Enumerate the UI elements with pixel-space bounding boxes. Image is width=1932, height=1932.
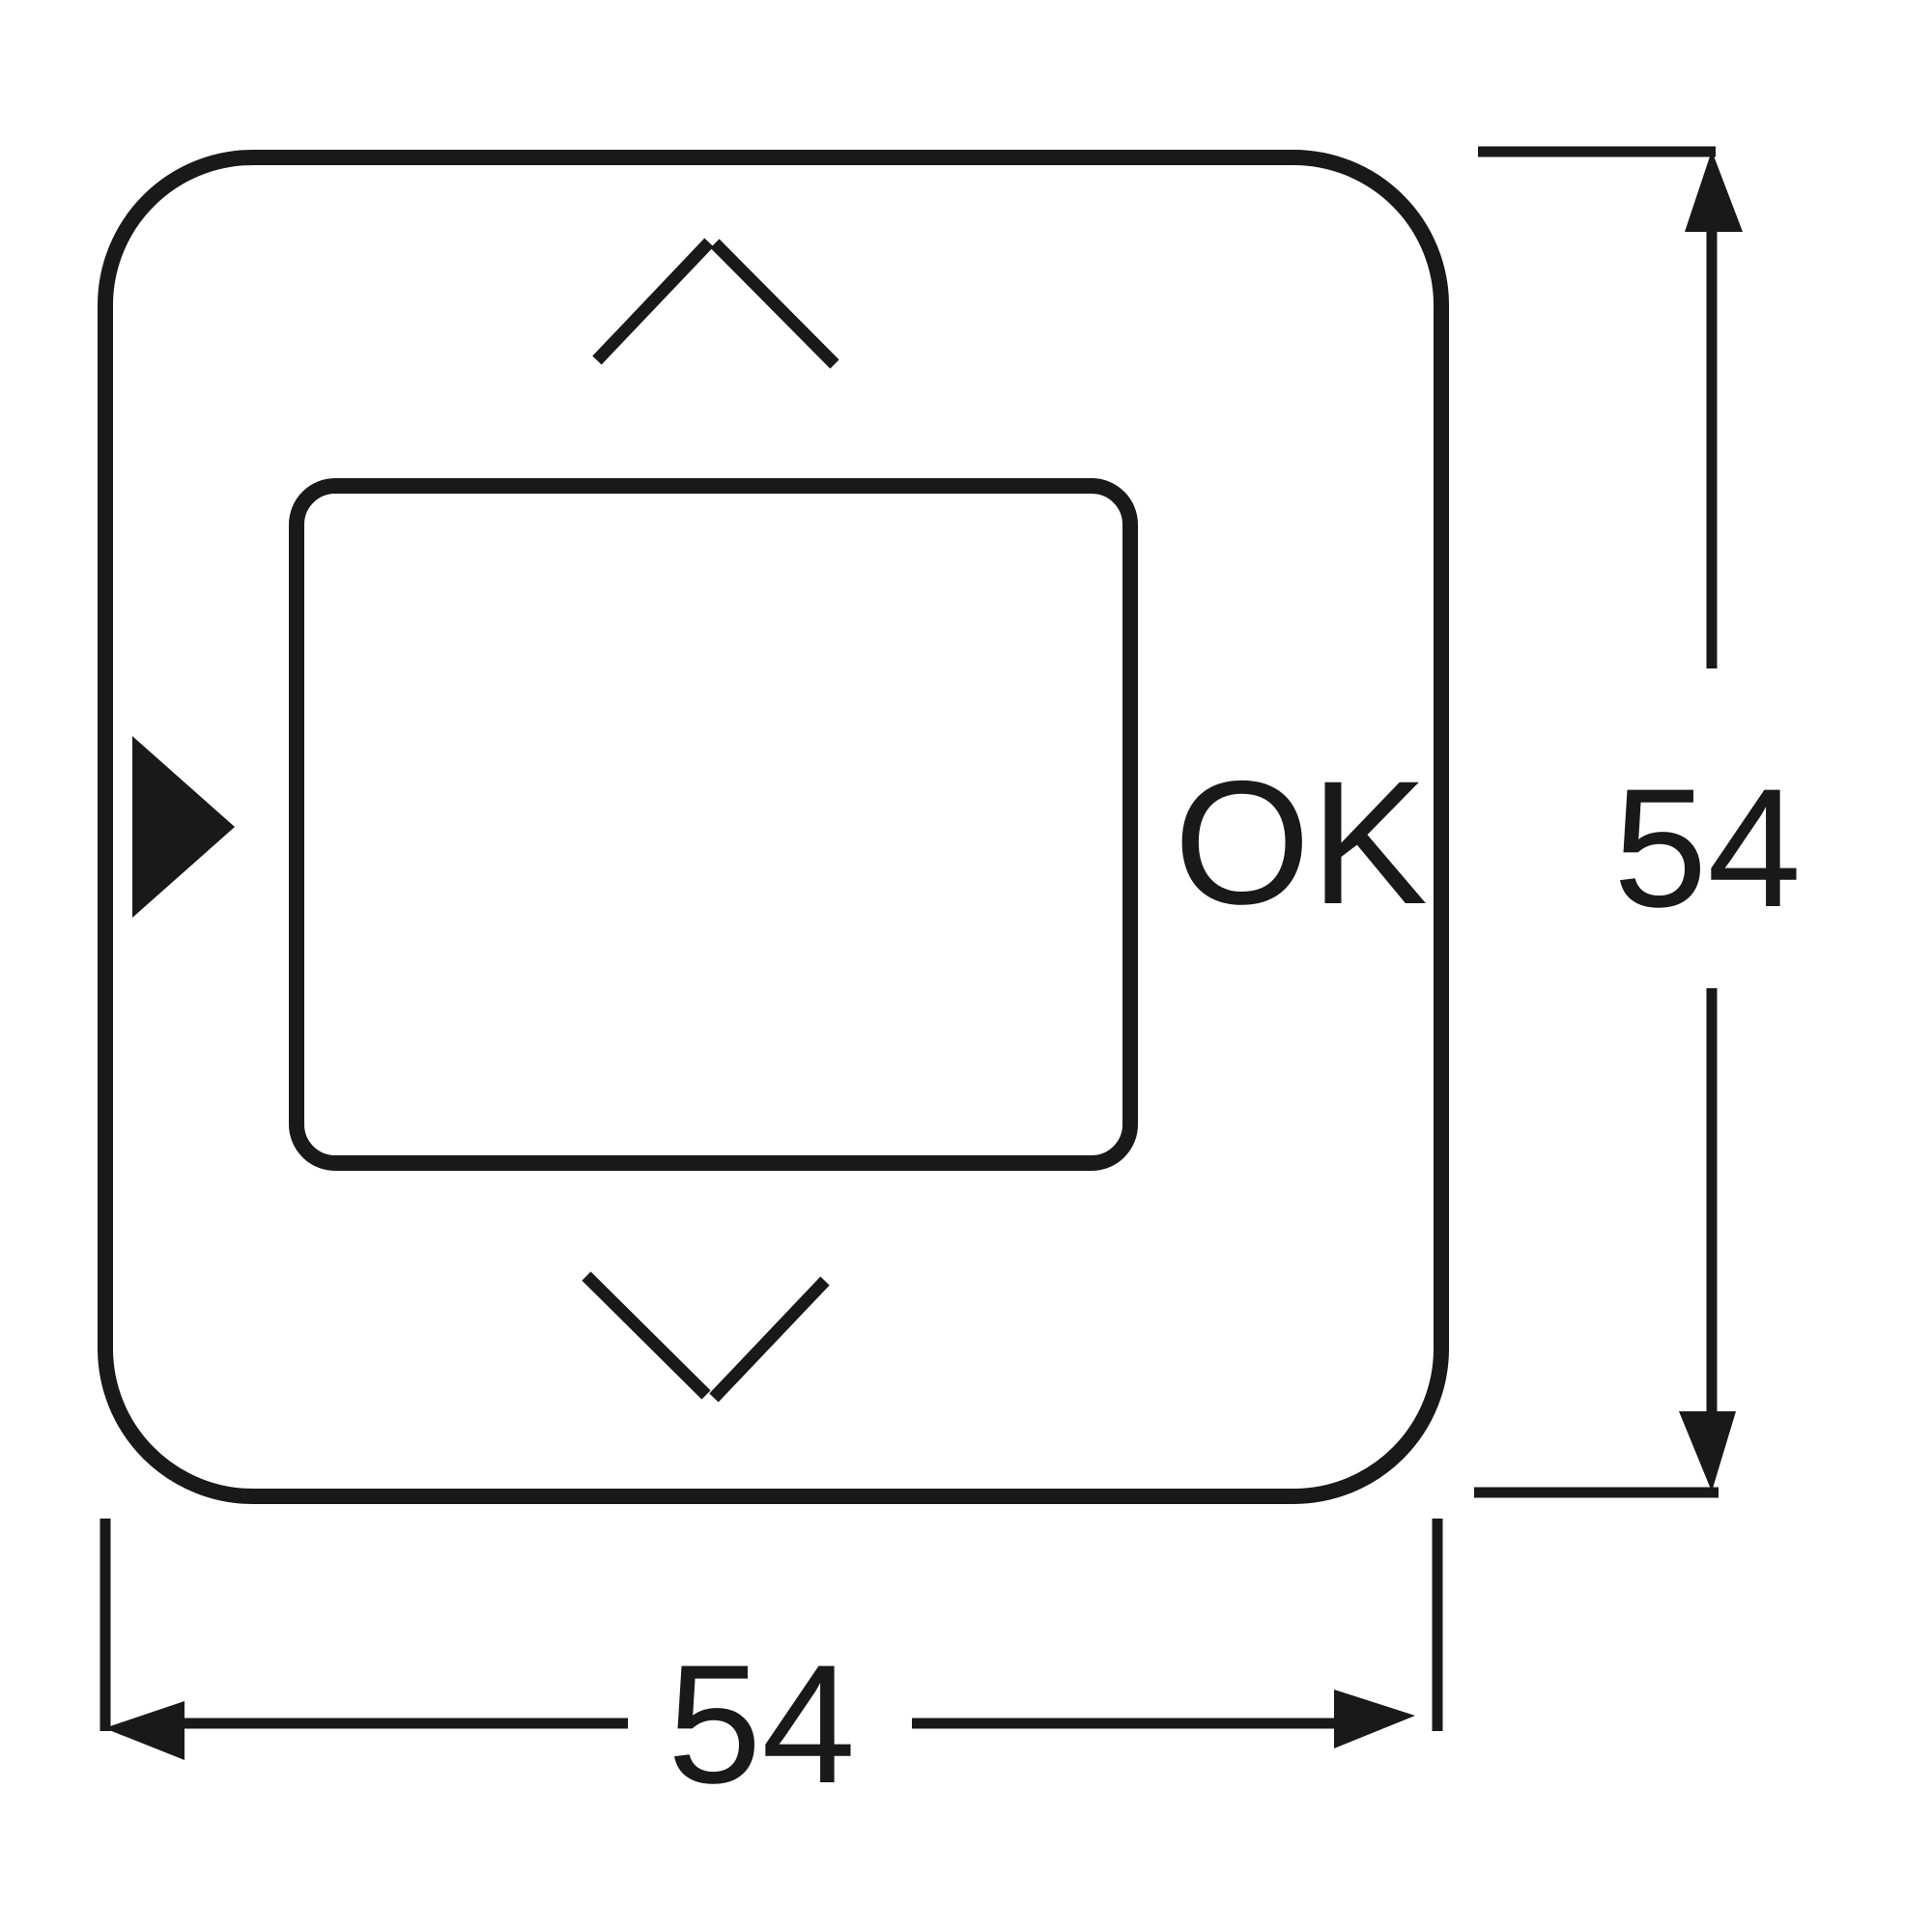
arrow-right-head [1334,1690,1415,1748]
height-dimension [1474,146,1743,1498]
outer-plate-outline [98,150,1449,1504]
ok-label[interactable]: OK [1174,744,1428,941]
width-dimension-label: 54 [668,1631,856,1819]
chevron-down-icon[interactable] [582,1271,830,1403]
play-triangle-icon[interactable] [132,736,235,918]
arrow-left-head [104,1701,185,1760]
chevron-up-icon[interactable] [592,238,839,369]
width-dimension [99,1519,1443,1760]
height-dimension-label: 54 [1613,754,1802,943]
arrow-down-head [1679,1411,1736,1492]
arrow-up-head [1685,151,1743,232]
display-window [289,478,1138,1171]
